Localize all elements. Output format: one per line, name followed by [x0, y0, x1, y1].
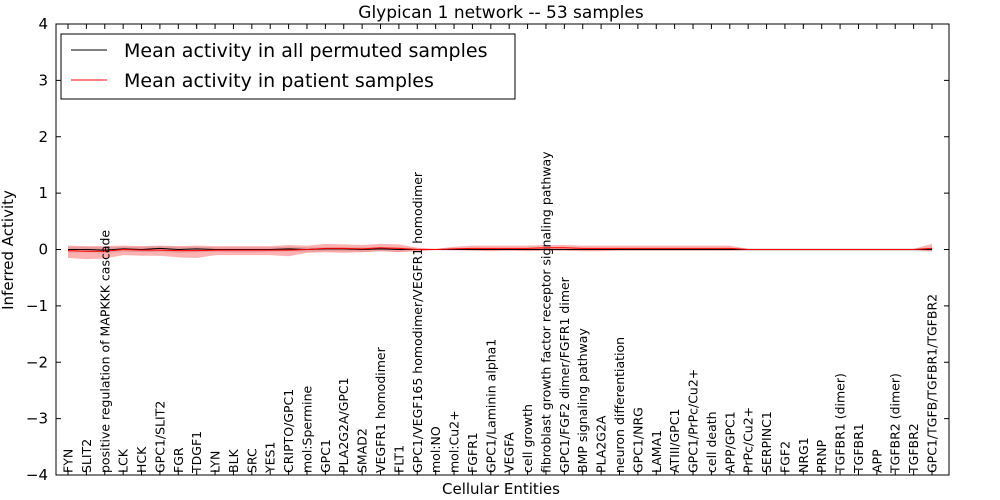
x-tick-label: YES1	[263, 442, 278, 474]
y-tick-label: −4	[26, 466, 48, 484]
x-tick-label: SLIT2	[79, 439, 94, 473]
y-axis-label: Inferred Activity	[0, 190, 17, 310]
x-tick-label: TGFBR1	[851, 423, 866, 474]
legend-label-patient: Mean activity in patient samples	[124, 70, 434, 92]
x-tick-label: LYN	[208, 451, 223, 473]
x-tick-label: VEGFA	[502, 432, 517, 473]
y-tick-label: 0	[38, 241, 48, 259]
x-tick-label: FLT1	[391, 445, 406, 473]
x-tick-label: PLA2G2A	[594, 415, 609, 473]
x-tick-label: GPC1/Laminin alpha1	[483, 339, 498, 473]
x-tick-label: FGF2	[777, 441, 792, 473]
x-tick-label: mol:Cu2+	[447, 410, 462, 473]
chart-title: Glypican 1 network -- 53 samples	[358, 3, 644, 23]
x-tick-label: FGR	[171, 447, 186, 473]
x-tick-label: FYN	[61, 449, 76, 473]
x-tick-label: TGFBR1 (dimer)	[833, 373, 848, 474]
x-tick-label: BMP signaling pathway	[575, 328, 590, 473]
y-tick-label: 3	[38, 71, 48, 89]
x-tick-label: GPC1	[318, 439, 333, 473]
x-tick-label: PLA2G2A/GPC1	[336, 377, 351, 473]
x-tick-label: GPC1/NRG	[630, 407, 645, 473]
x-tick-label: CRIPTO/GPC1	[281, 389, 296, 473]
series-line-1	[67, 247, 933, 252]
x-tick-label: SERPINC1	[759, 411, 774, 473]
x-tick-label: positive regulation of MAPKKK cascade	[97, 230, 112, 473]
x-tick-label: SMAD2	[355, 428, 370, 473]
x-tick-label: GPC1/FGF2 dimer/FGFR1 dimer	[557, 276, 572, 473]
x-tick-label: VEGFR1 homodimer	[373, 346, 388, 473]
y-tick-label: 1	[38, 184, 48, 202]
x-tick-label: NRG1	[796, 437, 811, 473]
x-tick-label: APP/GPC1	[722, 411, 737, 473]
x-tick-label: APP	[869, 449, 884, 473]
x-tick-label: neuron differentiation	[612, 337, 627, 473]
legend-label-permuted: Mean activity in all permuted samples	[124, 40, 487, 62]
x-tick-label: GPC1/PrPc/Cu2+	[686, 369, 701, 473]
x-tick-label: mol:Spermine	[300, 385, 315, 473]
x-tick-label: TDGF1	[189, 431, 204, 474]
series-band-1	[68, 243, 932, 260]
x-tick-label: ATIII/GPC1	[667, 409, 682, 473]
legend: Mean activity in all permuted samples Me…	[60, 33, 516, 100]
x-tick-label: GPC1/TGFB/TGFBR1/TGFBR2	[925, 294, 940, 473]
y-tick-label: −3	[26, 410, 48, 428]
x-tick-label: TGFBR2	[906, 423, 921, 474]
x-tick-label: PRNP	[814, 439, 829, 473]
x-tick-label: fibroblast growth factor receptor signal…	[539, 151, 554, 473]
y-tick-label: 2	[38, 128, 48, 146]
x-tick-label: LCK	[116, 448, 131, 473]
x-tick-label: cell growth	[520, 404, 535, 473]
x-tick-label: TGFBR2 (dimer)	[888, 373, 903, 474]
x-tick-label: GPC1/VEGF165 homodimer/VEGFR1 homodimer	[410, 171, 425, 473]
x-tick-label: BLK	[226, 448, 241, 473]
y-tick-label: 4	[38, 15, 48, 33]
y-tick-label: −1	[26, 297, 48, 315]
x-tick-label: GPC1/SLIT2	[152, 401, 167, 473]
x-tick-label: cell death	[704, 411, 719, 473]
x-tick-label: FGFR1	[465, 432, 480, 473]
x-tick-label: PrPc/Cu2+	[741, 407, 756, 473]
x-tick-label: mol:NO	[428, 426, 443, 473]
x-axis-label: Cellular Entities	[442, 480, 560, 498]
legend-box	[60, 33, 516, 100]
x-tick-label: HCK	[134, 446, 149, 473]
x-tick-label: LAMA1	[649, 430, 664, 473]
y-tick-label: −2	[26, 353, 48, 371]
x-tick-label: SRC	[244, 448, 259, 473]
